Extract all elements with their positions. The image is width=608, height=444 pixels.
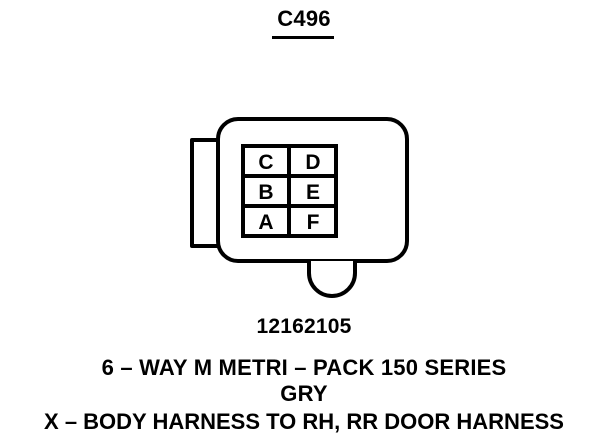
cavity-grid: [241, 144, 338, 238]
cavity-label-d: D: [305, 151, 320, 174]
cavity-label-e: E: [306, 181, 320, 204]
connector-key: [307, 261, 357, 298]
cavity-label-b: B: [258, 181, 273, 204]
cavity-label-c: C: [258, 151, 273, 174]
connector-id-label: C496: [277, 6, 331, 31]
cavity-label-a: A: [258, 211, 273, 234]
connector-description: 6 – WAY M METRI – PACK 150 SERIES: [101, 355, 507, 380]
part-number-label: 12162105: [256, 315, 352, 338]
connector-color: GRY: [280, 381, 328, 406]
connector-latch-tab: [190, 138, 220, 248]
connector-id-underline: [272, 36, 334, 39]
harness-description: X – BODY HARNESS TO RH, RR DOOR HARNESS: [44, 409, 564, 434]
cavity-label-f: F: [307, 211, 320, 234]
